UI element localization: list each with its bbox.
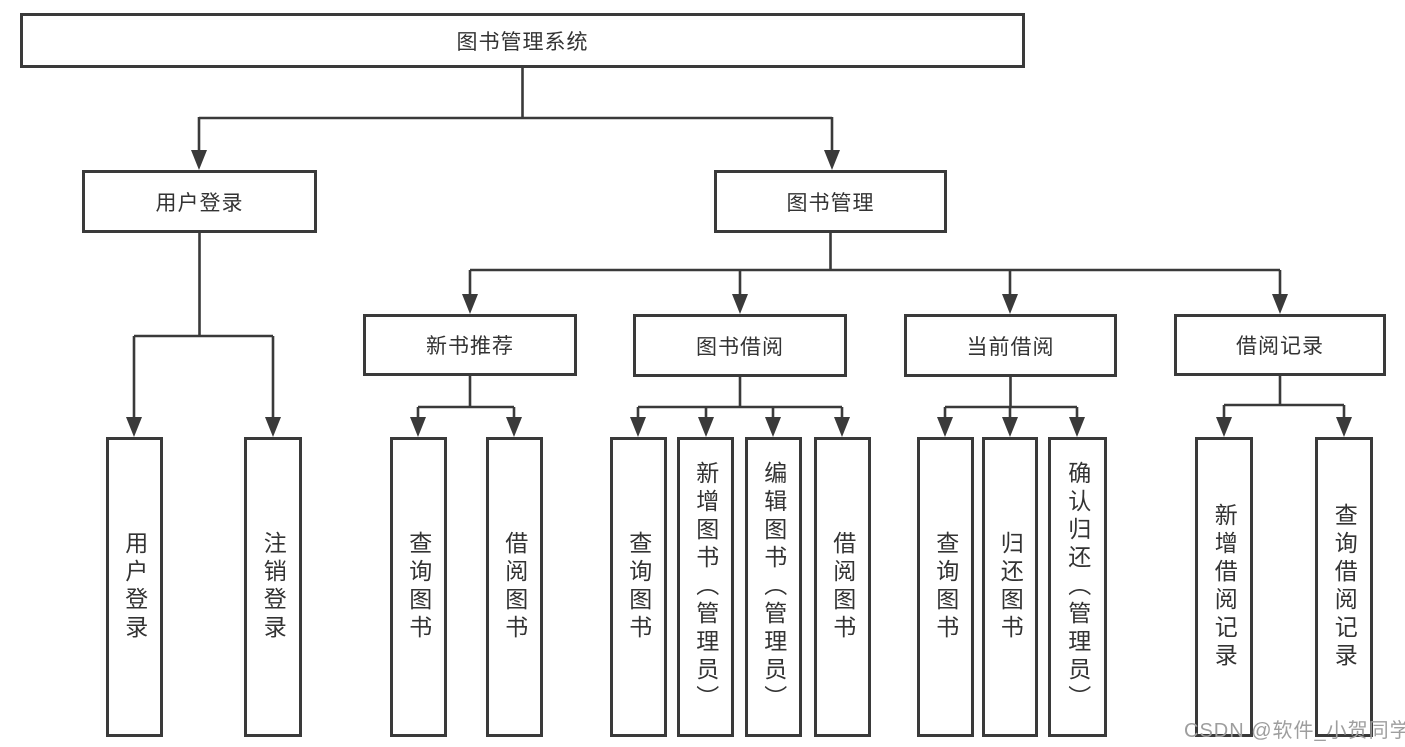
leaf-logout-login: 注销登录	[244, 437, 302, 737]
node-label: 新增借阅记录	[1211, 503, 1238, 671]
leaf-borrow-book-2: 借阅图书	[814, 437, 871, 737]
leaf-add-borrow-record: 新增借阅记录	[1195, 437, 1253, 737]
leaf-confirm-return-admin: 确认归还（管理员）	[1048, 437, 1107, 737]
node-label: 新书推荐	[426, 335, 514, 358]
leaf-borrow-book-1: 借阅图书	[486, 437, 543, 737]
node-label: 查询借阅记录	[1331, 503, 1358, 671]
node-label: 用户登录	[155, 191, 244, 215]
node-label: 注销登录	[260, 531, 287, 643]
node-book-management: 图书管理	[714, 170, 947, 233]
leaf-query-book-1: 查询图书	[390, 437, 447, 737]
node-label: 编辑图书（管理员）	[760, 461, 787, 713]
node-new-book-recommend: 新书推荐	[363, 314, 577, 376]
node-book-borrow: 图书借阅	[633, 314, 847, 377]
node-label: 当前借阅	[966, 335, 1055, 359]
csdn-watermark: CSDN @软件_小贺同学	[1184, 720, 1405, 742]
node-label: 借阅记录	[1236, 335, 1324, 358]
node-label: 借阅图书	[501, 531, 528, 643]
node-label: 借阅图书	[829, 531, 856, 643]
node-user-login: 用户登录	[82, 170, 317, 233]
leaf-query-borrow-record: 查询借阅记录	[1315, 437, 1373, 737]
node-label: 新增图书（管理员）	[692, 461, 719, 713]
leaf-query-book-3: 查询图书	[917, 437, 974, 737]
node-current-borrow: 当前借阅	[904, 314, 1117, 377]
node-label: 查询图书	[625, 531, 652, 643]
node-label: 归还图书	[997, 531, 1024, 643]
node-root: 图书管理系统	[20, 13, 1025, 68]
node-label: 图书管理	[786, 191, 875, 215]
node-label: 图书管理系统	[456, 30, 589, 54]
leaf-return-book: 归还图书	[982, 437, 1038, 737]
node-label: 图书借阅	[696, 335, 784, 359]
node-borrow-record: 借阅记录	[1174, 314, 1386, 376]
node-label: 查询图书	[405, 531, 432, 643]
node-label: 用户登录	[121, 531, 148, 643]
leaf-edit-book-admin: 编辑图书（管理员）	[745, 437, 802, 737]
node-label: 查询图书	[932, 531, 959, 643]
node-label: 确认归还（管理员）	[1064, 461, 1091, 713]
leaf-user-login: 用户登录	[106, 437, 163, 737]
leaf-query-book-2: 查询图书	[610, 437, 667, 737]
leaf-add-book-admin: 新增图书（管理员）	[677, 437, 734, 737]
